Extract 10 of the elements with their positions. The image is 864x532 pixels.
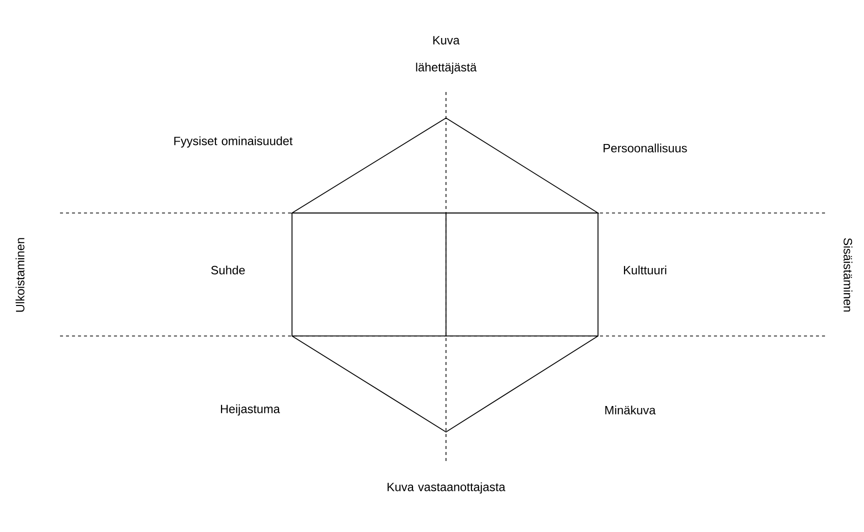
- label: Kuva vastaanottajasta: [388, 482, 506, 494]
- label: Ulkoistaminen: [16, 238, 24, 312]
- label: Heijastuma: [220, 404, 280, 416]
- label: Minäkuva: [605, 406, 656, 414]
- label: Fyysiset ominaisuudet: [174, 136, 293, 148]
- label: Sisäistäminen: [844, 238, 852, 312]
- label: Persoonallisuus: [604, 144, 687, 152]
- label: Suhde: [211, 266, 245, 274]
- label: Kulttuuri: [624, 266, 666, 274]
- label: Kuva lähettäjästä: [416, 36, 477, 74]
